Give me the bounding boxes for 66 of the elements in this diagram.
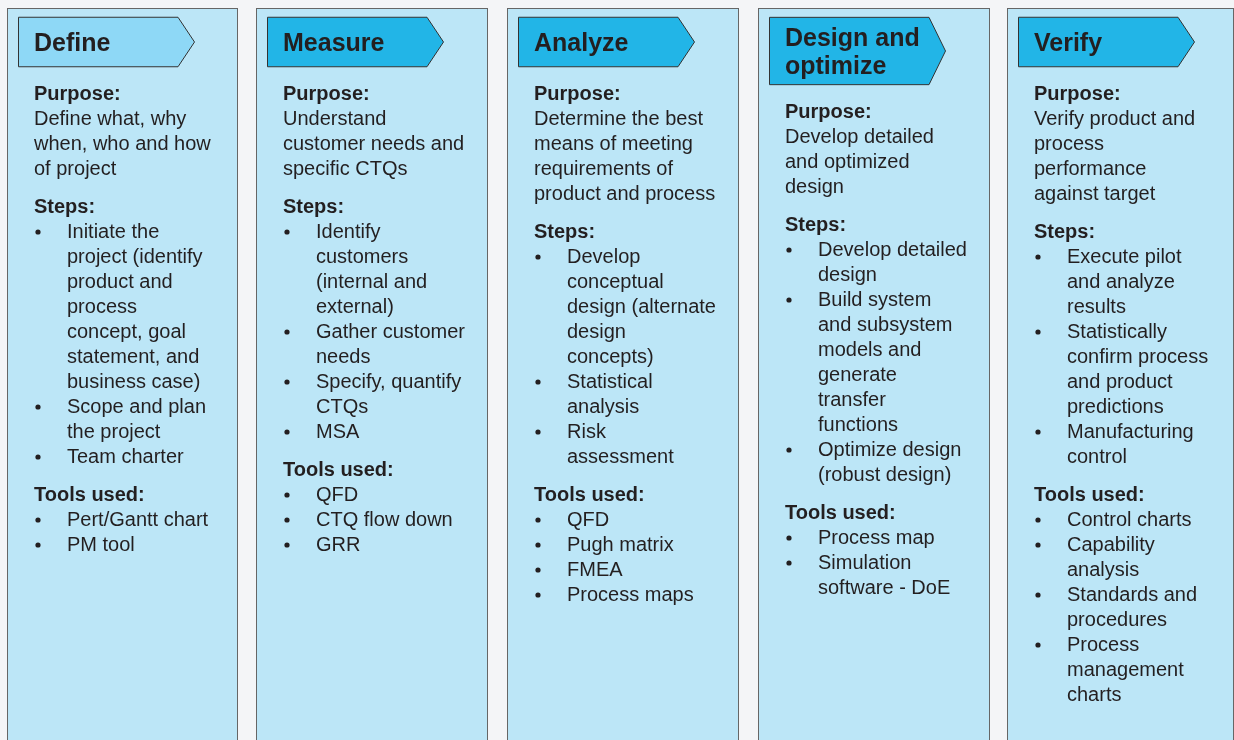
- bullet-item: Risk assessment: [567, 420, 674, 467]
- phase-title: Analyze: [534, 28, 629, 56]
- phase-panel: [1007, 8, 1234, 740]
- bullet-item: Develop detailed design: [818, 238, 967, 285]
- purpose-text: Define what, why when, who and how of project: [33, 106, 212, 181]
- bullet-item: Team charter: [67, 445, 184, 467]
- bullet-item: Initiate the project (identify product and process concept, goal statement, and business case): [67, 220, 203, 392]
- phase-title: Define: [34, 28, 111, 56]
- phase-header: [769, 17, 946, 85]
- section-heading: Purpose:: [1033, 81, 1122, 106]
- section-heading: Steps:: [282, 194, 346, 219]
- bullet-item: Pugh matrix: [567, 533, 674, 555]
- section-heading: Tools used:: [1033, 482, 1146, 507]
- bullet-item: Simulation software - DoE: [818, 551, 951, 598]
- purpose-text: Develop detailed and optimized design: [784, 124, 935, 199]
- bullet-item: Pert/Gantt chart: [67, 508, 209, 530]
- bullet-item: Process management charts: [1067, 633, 1184, 705]
- bullet-item: Identify customers (internal and external): [316, 220, 428, 317]
- phase-header: [518, 17, 695, 67]
- section-heading: Purpose:: [282, 81, 371, 106]
- bullet-item: GRR: [316, 533, 361, 555]
- bullet-item: FMEA: [567, 558, 623, 580]
- bullet-item: Capability analysis: [1067, 533, 1155, 580]
- section-heading: Steps:: [1033, 219, 1097, 244]
- bullet-item: PM tool: [67, 533, 135, 555]
- bullet-item: MSA: [316, 420, 360, 442]
- bullet-item: CTQ flow down: [316, 508, 453, 530]
- purpose-text: Determine the best means of meeting requirements of product and process: [533, 106, 716, 206]
- bullet-item: Standards and procedures: [1067, 583, 1198, 630]
- phase-header: [1018, 17, 1195, 67]
- phase-panel: [758, 8, 990, 740]
- purpose-text: Verify product and process performance against target: [1033, 106, 1197, 206]
- bullet-item: Statistical analysis: [567, 370, 653, 417]
- phase-header: [267, 17, 444, 67]
- bullet-item: QFD: [567, 508, 610, 530]
- purpose-text: Understand customer needs and specific CTQs: [282, 106, 465, 181]
- bullet-item: Build system and subsystem models and generate transfer functions: [818, 288, 953, 435]
- bullet-item: Control charts: [1067, 508, 1192, 530]
- phase-title: Design and optimize: [785, 23, 921, 79]
- bullet-item: Develop conceptual design (alternate design concepts): [567, 245, 716, 367]
- bullet-item: Optimize design (robust design): [818, 438, 962, 485]
- bullet-item: Process maps: [567, 583, 694, 605]
- section-heading: Purpose:: [33, 81, 122, 106]
- section-heading: Tools used:: [784, 500, 897, 525]
- phase-header: [18, 17, 195, 67]
- bullet-item: Execute pilot and analyze results: [1067, 245, 1182, 317]
- phase-panel: [7, 8, 238, 740]
- section-heading: Steps:: [784, 212, 848, 237]
- section-heading: Tools used:: [282, 457, 395, 482]
- phase-title: Verify: [1034, 28, 1103, 56]
- bullet-item: Statistically confirm process and product predictions: [1067, 320, 1209, 417]
- phase-panel: [507, 8, 739, 740]
- bullet-item: Process map: [818, 526, 935, 548]
- phase-title: Measure: [283, 28, 385, 56]
- bullet-item: Specify, quantify CTQs: [316, 370, 462, 417]
- phase-panel: [256, 8, 488, 740]
- section-heading: Tools used:: [533, 482, 646, 507]
- section-heading: Purpose:: [784, 99, 873, 124]
- section-heading: Steps:: [33, 194, 97, 219]
- bullet-item: Scope and plan the project: [67, 395, 206, 442]
- bullet-item: QFD: [316, 483, 359, 505]
- section-heading: Steps:: [533, 219, 597, 244]
- bullet-item: Gather customer needs: [316, 320, 465, 367]
- section-heading: Tools used:: [33, 482, 146, 507]
- section-heading: Purpose:: [533, 81, 622, 106]
- bullet-item: Manufacturing control: [1067, 420, 1194, 467]
